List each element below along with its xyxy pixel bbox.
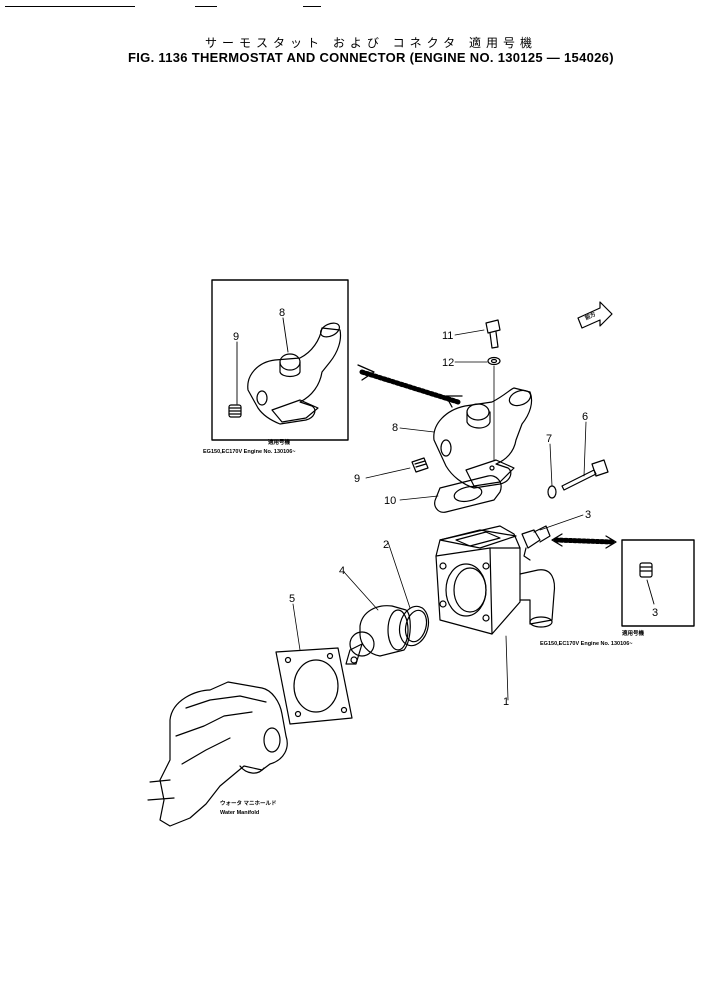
inset-left-applicable-jp: 適用号機 — [268, 438, 291, 446]
top-rule-mid — [195, 6, 217, 7]
washer-12 — [487, 356, 501, 366]
manifold-label-en: Water Manifold — [220, 810, 259, 816]
gasket-10 — [434, 475, 502, 513]
bolt-6 — [561, 459, 609, 491]
part-label-2: 2 — [383, 539, 389, 551]
gasket-5 — [275, 647, 353, 725]
inset-right-applicable-jp: 適用号機 — [622, 629, 645, 637]
inset-right-applicable-en: EG150,EC170V Engine No. 130106~ — [540, 641, 632, 647]
part-label-6: 6 — [582, 411, 588, 423]
inset-left-box — [211, 279, 349, 441]
part-label-12: 12 — [442, 357, 454, 369]
part-label-1: 1 — [503, 696, 509, 708]
inset-right-box — [621, 539, 695, 627]
figure-title: FIG. 1136 THERMOSTAT AND CONNECTOR (ENGI… — [128, 50, 614, 65]
part-label-3-inset: 3 — [652, 607, 658, 619]
top-rule-left — [5, 6, 135, 7]
inset-right-arrow — [551, 533, 617, 549]
ring-7 — [547, 485, 557, 499]
manifold-label-jp: ウォータ マニホールド — [220, 799, 277, 807]
part-label-11: 11 — [442, 330, 453, 342]
plug-9 — [411, 457, 429, 473]
title-japanese: サーモスタット および コネクタ 適用号機 — [205, 36, 537, 50]
part-label-9-inset: 9 — [233, 331, 239, 343]
leader-lines — [292, 329, 587, 701]
part-label-5: 5 — [289, 593, 295, 605]
part-label-3: 3 — [585, 509, 591, 521]
part-label-9: 9 — [354, 473, 360, 485]
thermostat-housing — [433, 387, 533, 489]
part-label-8: 8 — [392, 422, 398, 434]
part-label-10: 10 — [384, 495, 396, 507]
elbow-fitting-3 — [521, 525, 551, 561]
top-rule-right — [303, 6, 321, 7]
part-label-4: 4 — [339, 565, 345, 577]
inset-left-applicable-en: EG150,EC170V Engine No. 130106~ — [203, 449, 295, 455]
thermostat-4 — [345, 605, 411, 665]
part-label-8-inset: 8 — [279, 307, 285, 319]
inset-left-arrow — [357, 364, 463, 408]
bolt-11 — [485, 319, 501, 349]
part-label-7: 7 — [546, 433, 552, 445]
direction-marker — [577, 301, 613, 329]
direction-marker-text: 前方 — [583, 310, 597, 322]
ring-2 — [398, 605, 430, 647]
connector-body — [435, 525, 556, 635]
water-manifold — [147, 681, 288, 827]
